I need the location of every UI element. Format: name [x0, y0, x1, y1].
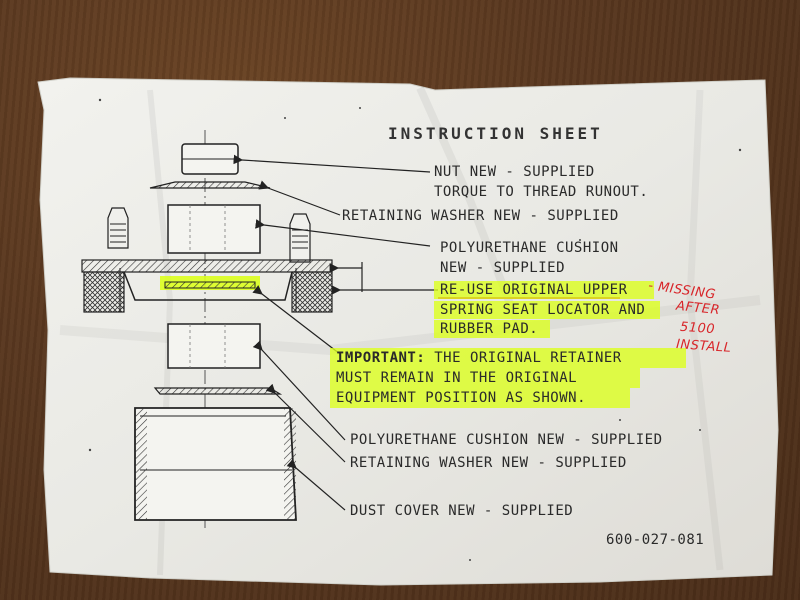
washer-top-callout: RETAINING WASHER NEW - SUPPLIED — [342, 208, 619, 224]
dust-cover-drawing — [134, 407, 297, 521]
upper-spring-seat-locator-drawing — [164, 281, 256, 289]
reuse-callout-line3: RUBBER PAD. — [440, 321, 539, 337]
washer-bottom-callout: RETAINING WASHER NEW - SUPPLIED — [350, 455, 627, 471]
handwritten-note-line3: 5100 — [679, 319, 716, 338]
cushion-top-callout-line1: POLYURETHANE CUSHION — [440, 240, 619, 256]
bottom-cushion-drawing — [167, 323, 261, 369]
important-callout-line3: EQUIPMENT POSITION AS SHOWN. — [336, 390, 587, 406]
top-washer-drawing — [149, 181, 271, 189]
cushion-bottom-callout: POLYURETHANE CUSHION NEW - SUPPLIED — [350, 432, 663, 448]
reuse-callout-line2: SPRING SEAT LOCATOR AND — [440, 302, 646, 318]
important-text-line1: THE ORIGINAL RETAINER — [434, 350, 622, 366]
spring-seat-assembly-drawing — [81, 259, 333, 313]
nut-callout-line1: NUT NEW - SUPPLIED — [434, 164, 595, 180]
right-stud-drawing — [289, 213, 311, 263]
part-number: 600-027-081 — [606, 532, 705, 548]
top-cushion-drawing — [167, 204, 261, 254]
nut-drawing — [181, 143, 239, 175]
cushion-top-callout-line2: NEW - SUPPLIED — [440, 260, 566, 276]
left-stud-drawing — [107, 207, 129, 249]
leader-lines — [233, 154, 438, 511]
bottom-washer-drawing — [153, 387, 283, 395]
dust-cover-callout: DUST COVER NEW - SUPPLIED — [350, 503, 574, 519]
sheet-title: INSTRUCTION SHEET — [388, 124, 603, 143]
important-label: IMPORTANT: — [336, 350, 426, 366]
important-callout-line1: IMPORTANT: THE ORIGINAL RETAINER — [336, 350, 622, 366]
important-callout-line2: MUST REMAIN IN THE ORIGINAL — [336, 370, 578, 386]
reuse-callout-line1: RE-USE ORIGINAL UPPER — [440, 282, 628, 298]
nut-callout-line2: TORQUE TO THREAD RUNOUT. — [434, 184, 649, 200]
